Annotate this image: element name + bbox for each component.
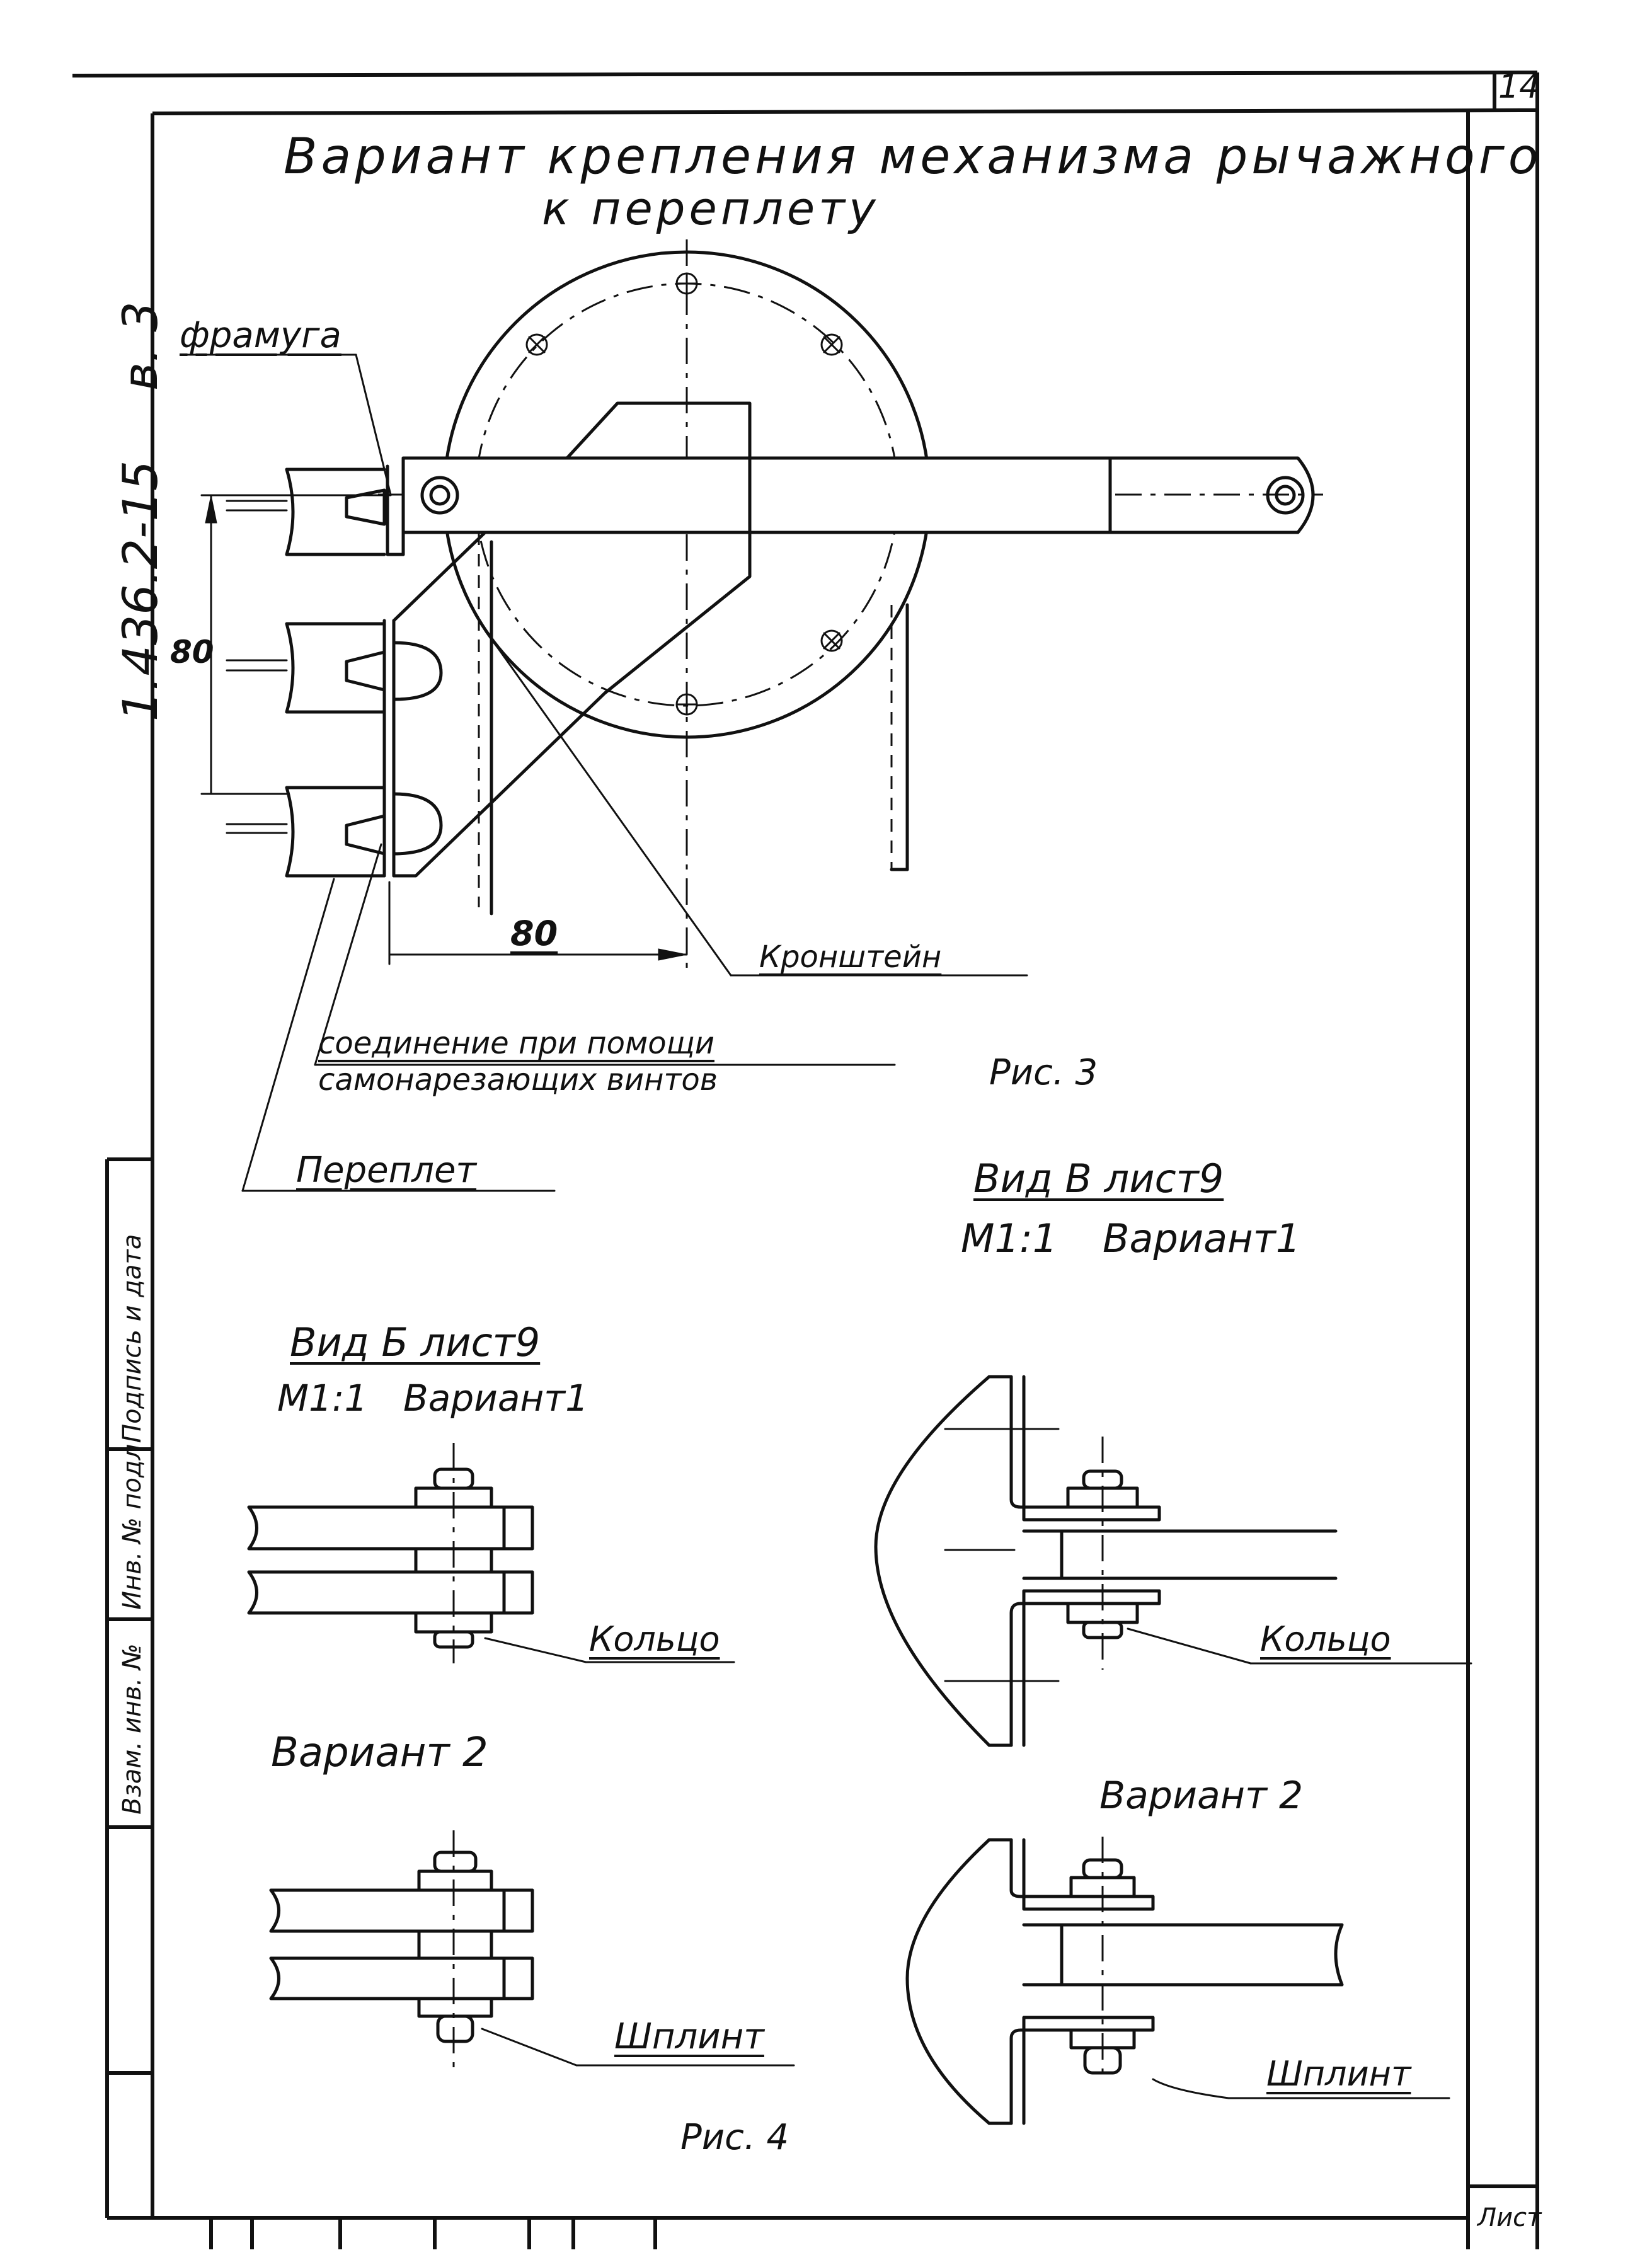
issue-number: в. 3 <box>112 301 168 391</box>
figure3-title-line2: к переплету <box>542 182 880 235</box>
view-v-part-label: Кольцо <box>1260 1619 1391 1659</box>
figure4-caption: Рис. 4 <box>680 2117 789 2158</box>
figure3-caption: Рис. 3 <box>989 1052 1098 1093</box>
variant2-left <box>269 1830 795 2073</box>
stamp-signature-date: Подпись и дата <box>118 1234 147 1443</box>
figure-3-drawing <box>181 239 1323 1192</box>
view-v-variant1 <box>874 1375 1472 1747</box>
variant2-left-title: Вариант 2 <box>271 1730 488 1776</box>
document-code: 1.436.2-15 <box>112 460 168 721</box>
sheet-frame <box>72 71 1539 2249</box>
view-b-scale: М1:1 <box>277 1377 368 1420</box>
label-kronshtein: Кронштейн <box>759 939 942 975</box>
view-v-variant: Вариант1 <box>1103 1215 1301 1261</box>
bracket-plate <box>392 401 752 878</box>
view-b-title: Вид Б лист9 <box>290 1319 541 1365</box>
stamp-original-inv: Инв. № подл. <box>118 1436 147 1610</box>
figure3-title-line1: Вариант крепления механизма рычажного <box>284 129 1542 185</box>
sheet-label: Лист <box>1477 2203 1542 2232</box>
variant2-left-part-label: Шплинт <box>614 2016 764 2057</box>
view-v-scale: М1:1 <box>961 1215 1058 1261</box>
label-connection-line2: самонарезающих винтов <box>318 1062 718 1098</box>
view-b-variant: Вариант1 <box>403 1377 588 1420</box>
variant2-right-title: Вариант 2 <box>1099 1774 1304 1818</box>
variant2-right-part-label: Шплинт <box>1266 2054 1411 2094</box>
view-b-variant1 <box>247 1443 735 1663</box>
view-b-part-label: Кольцо <box>589 1619 720 1659</box>
label-framuga: фрамуга <box>180 315 341 356</box>
view-v-title: Вид В лист9 <box>973 1156 1224 1202</box>
self-tapping-screws <box>345 488 443 856</box>
variant2-right <box>905 1837 1450 2125</box>
label-pereplet: Переплет <box>296 1150 477 1191</box>
disc-bolt-holes <box>525 272 843 716</box>
dimension-horizontal-80: 80 <box>510 914 558 953</box>
label-connection-line1: соединение при помощи <box>318 1026 714 1061</box>
sheet-number: 14 <box>1498 68 1540 106</box>
stamp-replacement-inv: Взам. инв. № <box>118 1643 147 1815</box>
dimension-vertical-80: 80 <box>170 634 214 670</box>
